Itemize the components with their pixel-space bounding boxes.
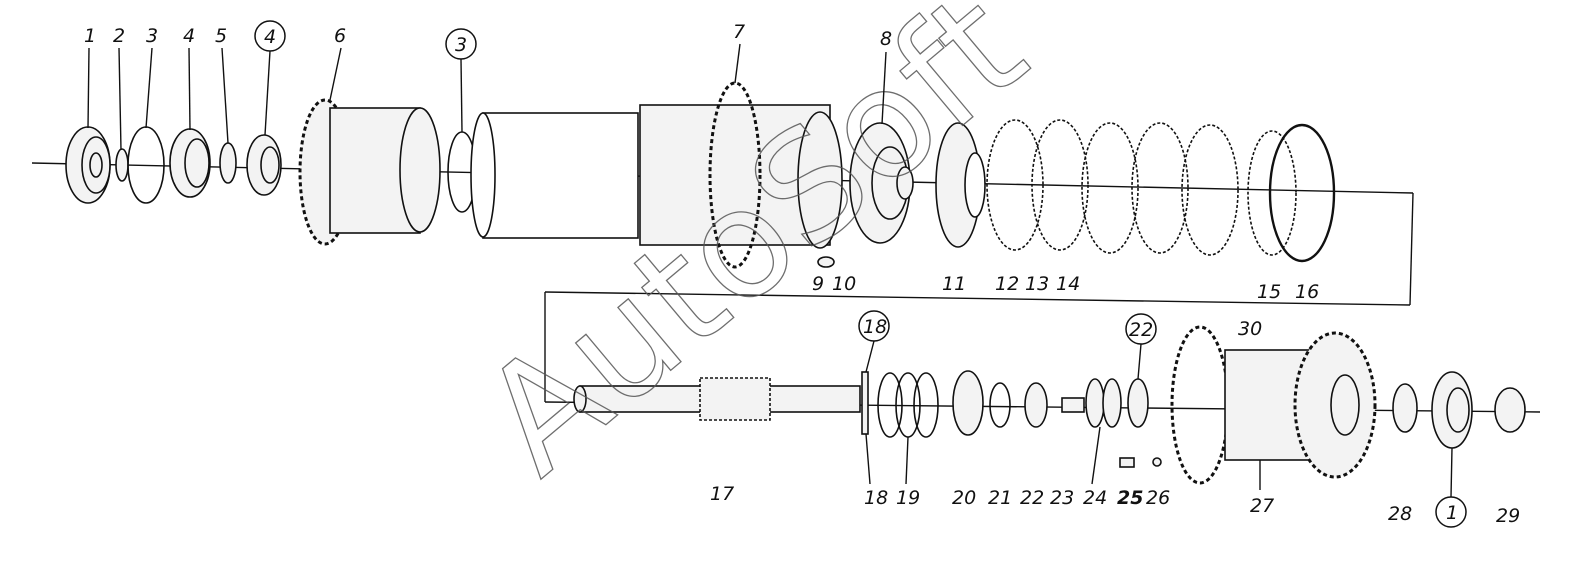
snap-ring-16 — [1268, 123, 1336, 263]
callout-20: 20 — [952, 487, 976, 509]
gear-6 — [298, 98, 441, 246]
callout-28: 28 — [1388, 503, 1412, 525]
callout-1-circled: 1 — [1446, 502, 1458, 524]
callout-23: 23 — [1050, 487, 1074, 509]
callout-22: 22 — [1020, 487, 1044, 509]
callout-5: 5 — [215, 25, 227, 47]
ring-18 — [861, 371, 869, 435]
bearing-1 — [65, 126, 111, 204]
callout-labels: 1 2 3 4 5 4 6 3 7 8 9 10 11 12 13 14 15 … — [84, 20, 1520, 528]
spring-19 — [877, 372, 939, 438]
callout-10: 10 — [832, 273, 856, 295]
callout-4-circled: 4 — [264, 26, 276, 48]
washer-20 — [952, 370, 984, 436]
callout-9: 9 — [812, 273, 824, 295]
shaft-17 — [573, 377, 861, 421]
callout-26: 26 — [1146, 487, 1170, 509]
callout-12: 12 — [995, 273, 1019, 295]
rollers-24 — [1085, 378, 1122, 428]
gear-27 — [1224, 331, 1377, 479]
gear-30 — [1170, 325, 1230, 485]
drum-7 — [470, 81, 843, 269]
callout-29: 29 — [1496, 505, 1520, 527]
disk-12 — [964, 152, 986, 218]
bearing-1-lower — [1431, 371, 1473, 449]
callout-19: 19 — [896, 487, 920, 509]
callout-15: 15 — [1257, 281, 1281, 303]
bushing-22 — [1024, 382, 1048, 428]
callout-1: 1 — [84, 25, 96, 47]
callout-6: 6 — [334, 25, 346, 47]
callout-8: 8 — [880, 28, 892, 50]
clutch-disks-13-14 — [986, 119, 1239, 256]
pin-25 — [1119, 457, 1135, 468]
callout-2: 2 — [113, 25, 125, 47]
callout-22-circled: 22 — [1129, 319, 1153, 341]
callout-16: 16 — [1295, 281, 1319, 303]
bearing-4-circled — [246, 134, 282, 196]
callout-11: 11 — [942, 273, 966, 295]
ring-2 — [115, 148, 129, 182]
callout-7: 7 — [733, 21, 745, 43]
callout-21: 21 — [988, 487, 1012, 509]
callout-27: 27 — [1250, 495, 1274, 517]
callout-17: 17 — [710, 483, 734, 505]
leader-lines — [87, 43, 1453, 498]
callout-3-circled: 3 — [455, 34, 467, 56]
ring-28 — [1392, 383, 1418, 433]
callout-25: 25 — [1117, 487, 1143, 509]
ring-5 — [219, 142, 237, 184]
bearing-4 — [169, 128, 211, 198]
key-9-10 — [817, 256, 835, 268]
callout-3: 3 — [146, 25, 158, 47]
callout-13: 13 — [1025, 273, 1049, 295]
disk-15 — [1247, 130, 1297, 256]
hub-8 — [849, 122, 914, 244]
callout-18: 18 — [864, 487, 888, 509]
ring-21 — [989, 382, 1011, 428]
bushing-22-circled — [1127, 378, 1149, 428]
callout-4: 4 — [183, 25, 195, 47]
callout-18-circled: 18 — [863, 316, 887, 338]
callout-30: 30 — [1238, 318, 1262, 340]
ball-26 — [1152, 457, 1162, 467]
callout-14: 14 — [1056, 273, 1080, 295]
callout-24: 24 — [1083, 487, 1107, 509]
sleeve-23 — [1061, 397, 1085, 413]
bushing-29 — [1494, 387, 1526, 433]
